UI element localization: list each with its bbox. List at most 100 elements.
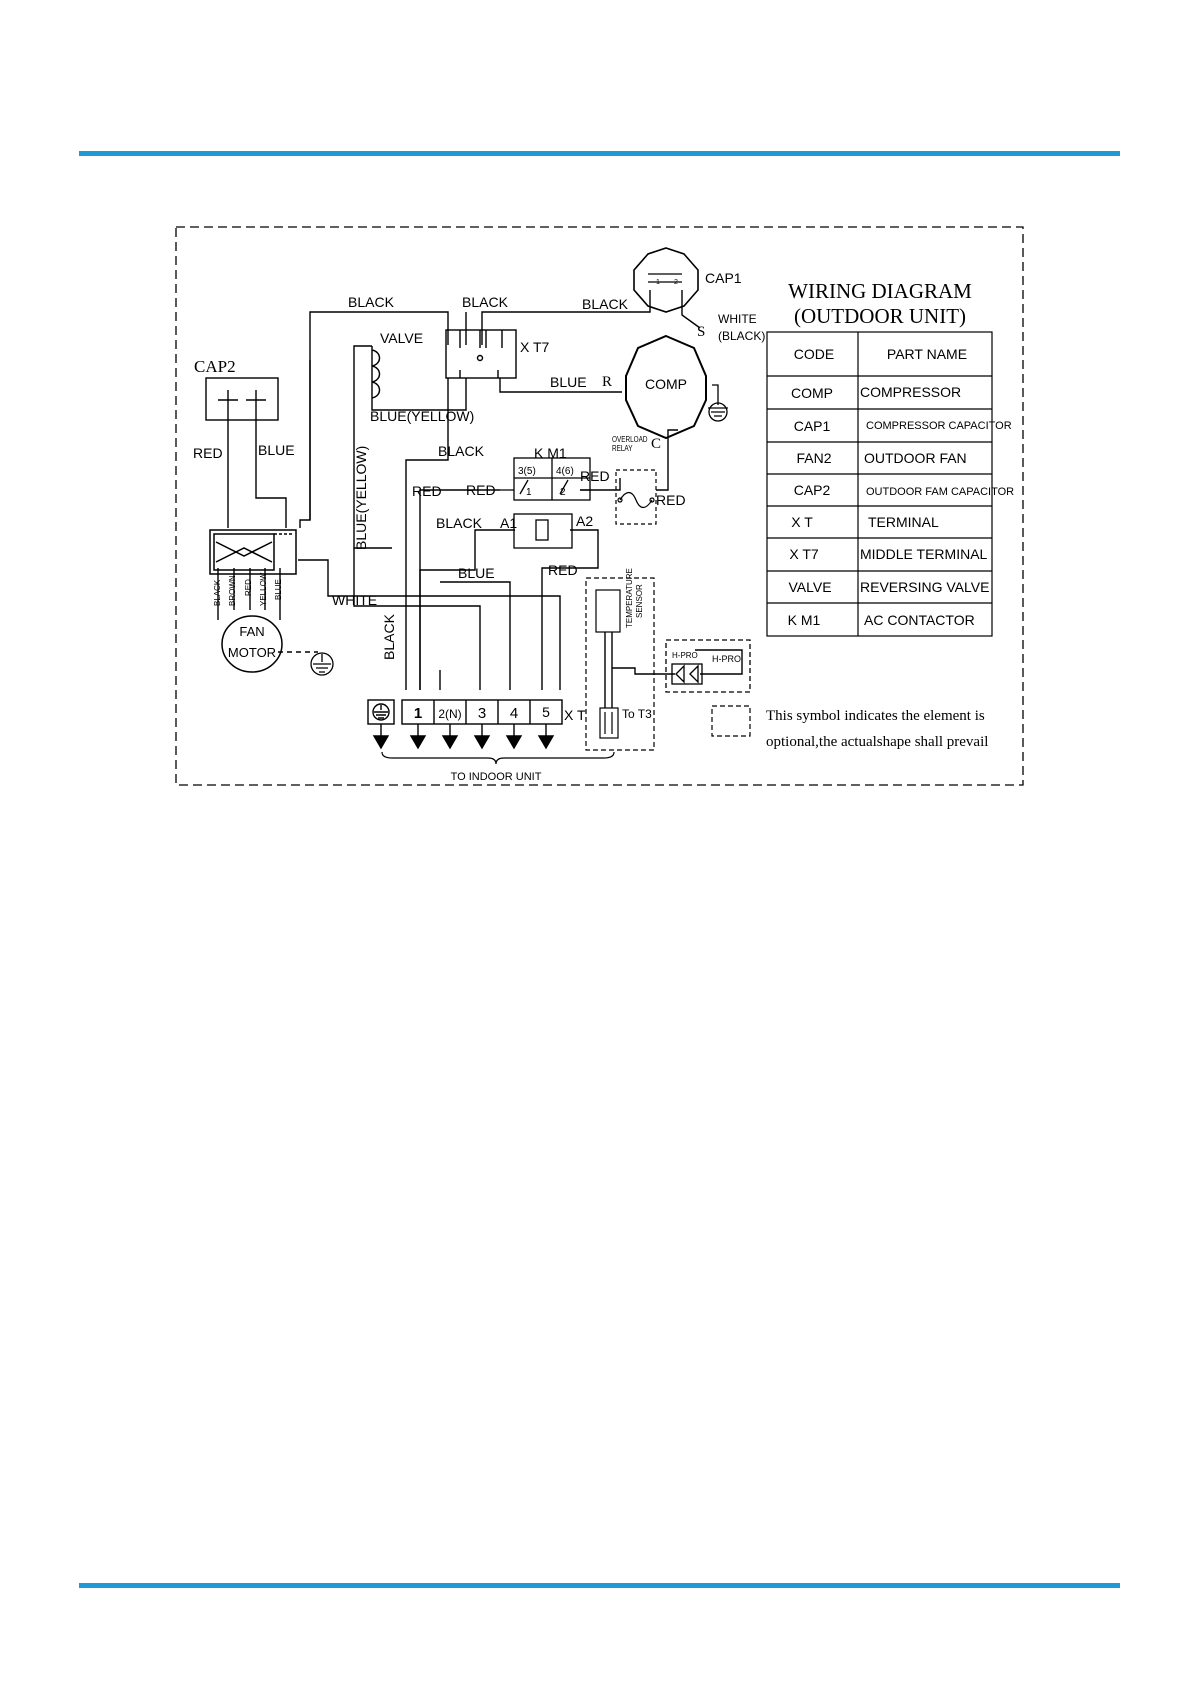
fan-lead-label: RED	[244, 579, 253, 596]
km1-contactor	[500, 457, 591, 549]
cap1-pin-label: 1	[656, 279, 660, 286]
h-pro-label: H-PRO	[672, 651, 698, 660]
table-cell: OUTDOOR FAM CAPACITOR	[866, 486, 1014, 498]
table-cell: COMP	[791, 385, 833, 401]
to-indoor-label: TO INDOOR UNIT	[451, 771, 542, 783]
fan-lead-label: BLUE	[274, 579, 283, 600]
cap1-pin-label: 2	[674, 279, 678, 286]
wire-label: BLUE	[258, 442, 295, 458]
km1-contact: 1	[526, 487, 532, 498]
terminal-5: 5	[542, 704, 550, 720]
fan-motor-label: MOTOR	[228, 645, 276, 660]
note-line: This symbol indicates the element is	[766, 708, 985, 724]
wire-label: BLACK	[348, 294, 395, 310]
table-cell: VALVE	[788, 579, 831, 595]
comp-terminal-s: S	[697, 324, 705, 340]
wire-label: (BLACK)	[718, 329, 765, 343]
arrow-down-icon	[372, 724, 555, 750]
km1-contact: 2	[560, 487, 566, 498]
table-cell: AC CONTACTOR	[864, 612, 975, 628]
table-cell: COMPRESSOR	[860, 384, 961, 400]
temperature-sensor-label: TEMPERATURE	[625, 568, 634, 628]
wire-label: BLACK	[438, 443, 485, 459]
xt7-label: X T7	[520, 339, 550, 355]
optional-symbol-icon	[711, 705, 751, 737]
wire-label: BLUE(YELLOW)	[370, 408, 474, 424]
terminal-1: 1	[414, 705, 422, 722]
km1-coil-a2: A2	[576, 513, 593, 529]
diagram-subtitle: (OUTDOOR UNIT)	[794, 304, 966, 328]
wire-label: WHITE	[718, 312, 757, 326]
temperature-sensor-group	[585, 577, 655, 751]
terminal-3: 3	[478, 705, 486, 722]
cap2-label: CAP2	[194, 357, 236, 376]
wire-label: BLACK	[582, 296, 629, 312]
wire-label: RED	[548, 562, 578, 578]
table-cell: X T	[791, 514, 813, 530]
xt-terminal-block	[367, 699, 563, 725]
table-cell: X T7	[789, 546, 819, 562]
overload-relay-label: RELAY	[612, 443, 633, 453]
wire-label: RED	[580, 468, 610, 484]
valve-label: VALVE	[380, 330, 423, 346]
table-header-code: CODE	[794, 346, 834, 362]
cap1-capacitor: 1 2	[633, 247, 699, 313]
temperature-sensor-label: SENSOR	[635, 584, 644, 618]
km1-contact: 3(5)	[518, 466, 536, 477]
wire-label: RED	[656, 492, 686, 508]
legend-table	[766, 331, 993, 637]
fan-motor-label: FAN	[239, 624, 264, 639]
table-cell: TERMINAL	[868, 514, 939, 530]
km1-label: K M1	[534, 445, 567, 461]
wire-label: WHITE	[332, 592, 377, 608]
wire-label: BLACK	[381, 613, 397, 660]
ground-icon	[310, 652, 334, 676]
wire-label: RED	[466, 482, 496, 498]
km1-contact: 4(6)	[556, 466, 574, 477]
table-cell: CAP2	[794, 482, 831, 498]
to-t3-label: To T3	[622, 707, 652, 721]
terminal-2: 2(N)	[438, 707, 461, 721]
h-pro-label: H-PRO	[712, 654, 741, 664]
wires	[217, 290, 743, 708]
diagram-frame	[175, 226, 1024, 786]
table-cell: REVERSING VALVE	[860, 579, 989, 595]
table-cell: CAP1	[794, 418, 831, 434]
wire-label: BLUE(YELLOW)	[353, 446, 369, 550]
compressor-label: COMP	[645, 376, 687, 392]
cap1-label: CAP1	[705, 270, 742, 286]
table-cell: OUTDOOR FAN	[864, 450, 967, 466]
wire-label: BLUE	[458, 565, 495, 581]
comp-terminal-c: C	[651, 436, 661, 452]
valve-coil-icon	[371, 349, 381, 399]
wire-label: BLACK	[436, 515, 483, 531]
bottom-rule	[79, 1583, 1120, 1588]
wire-label: BLACK	[462, 294, 509, 310]
note-line: optional,the actualshape shall prevail	[766, 734, 988, 750]
km1-coil-a1: A1	[500, 515, 517, 531]
table-cell: FAN2	[796, 450, 831, 466]
fan-lead-label: BLACK	[213, 579, 222, 606]
terminal-4: 4	[510, 705, 518, 722]
indoor-brace	[381, 751, 615, 765]
xt-label: X T	[564, 707, 586, 723]
comp-terminal-r: R	[602, 374, 612, 390]
compressor	[625, 334, 707, 440]
fan-lead-label: YELLOW	[259, 572, 268, 606]
wire-label: BLUE	[550, 374, 587, 390]
diagram-title: WIRING DIAGRAM	[788, 279, 972, 303]
overload-relay	[615, 469, 657, 525]
fan-motor	[209, 529, 297, 673]
table-cell: MIDDLE TERMINAL	[860, 546, 988, 562]
h-pro-connector	[665, 639, 751, 693]
table-header-part-name: PART NAME	[887, 346, 967, 362]
top-rule	[79, 151, 1120, 156]
xt7-middle-terminal	[445, 329, 517, 379]
table-cell: K M1	[788, 612, 821, 628]
wire-label: RED	[193, 445, 223, 461]
fan-lead-label: BROWN	[228, 575, 237, 606]
cap2-capacitor	[205, 377, 279, 421]
wire-label: RED	[412, 483, 442, 499]
overload-relay-label: OVERLOAD	[612, 434, 648, 444]
